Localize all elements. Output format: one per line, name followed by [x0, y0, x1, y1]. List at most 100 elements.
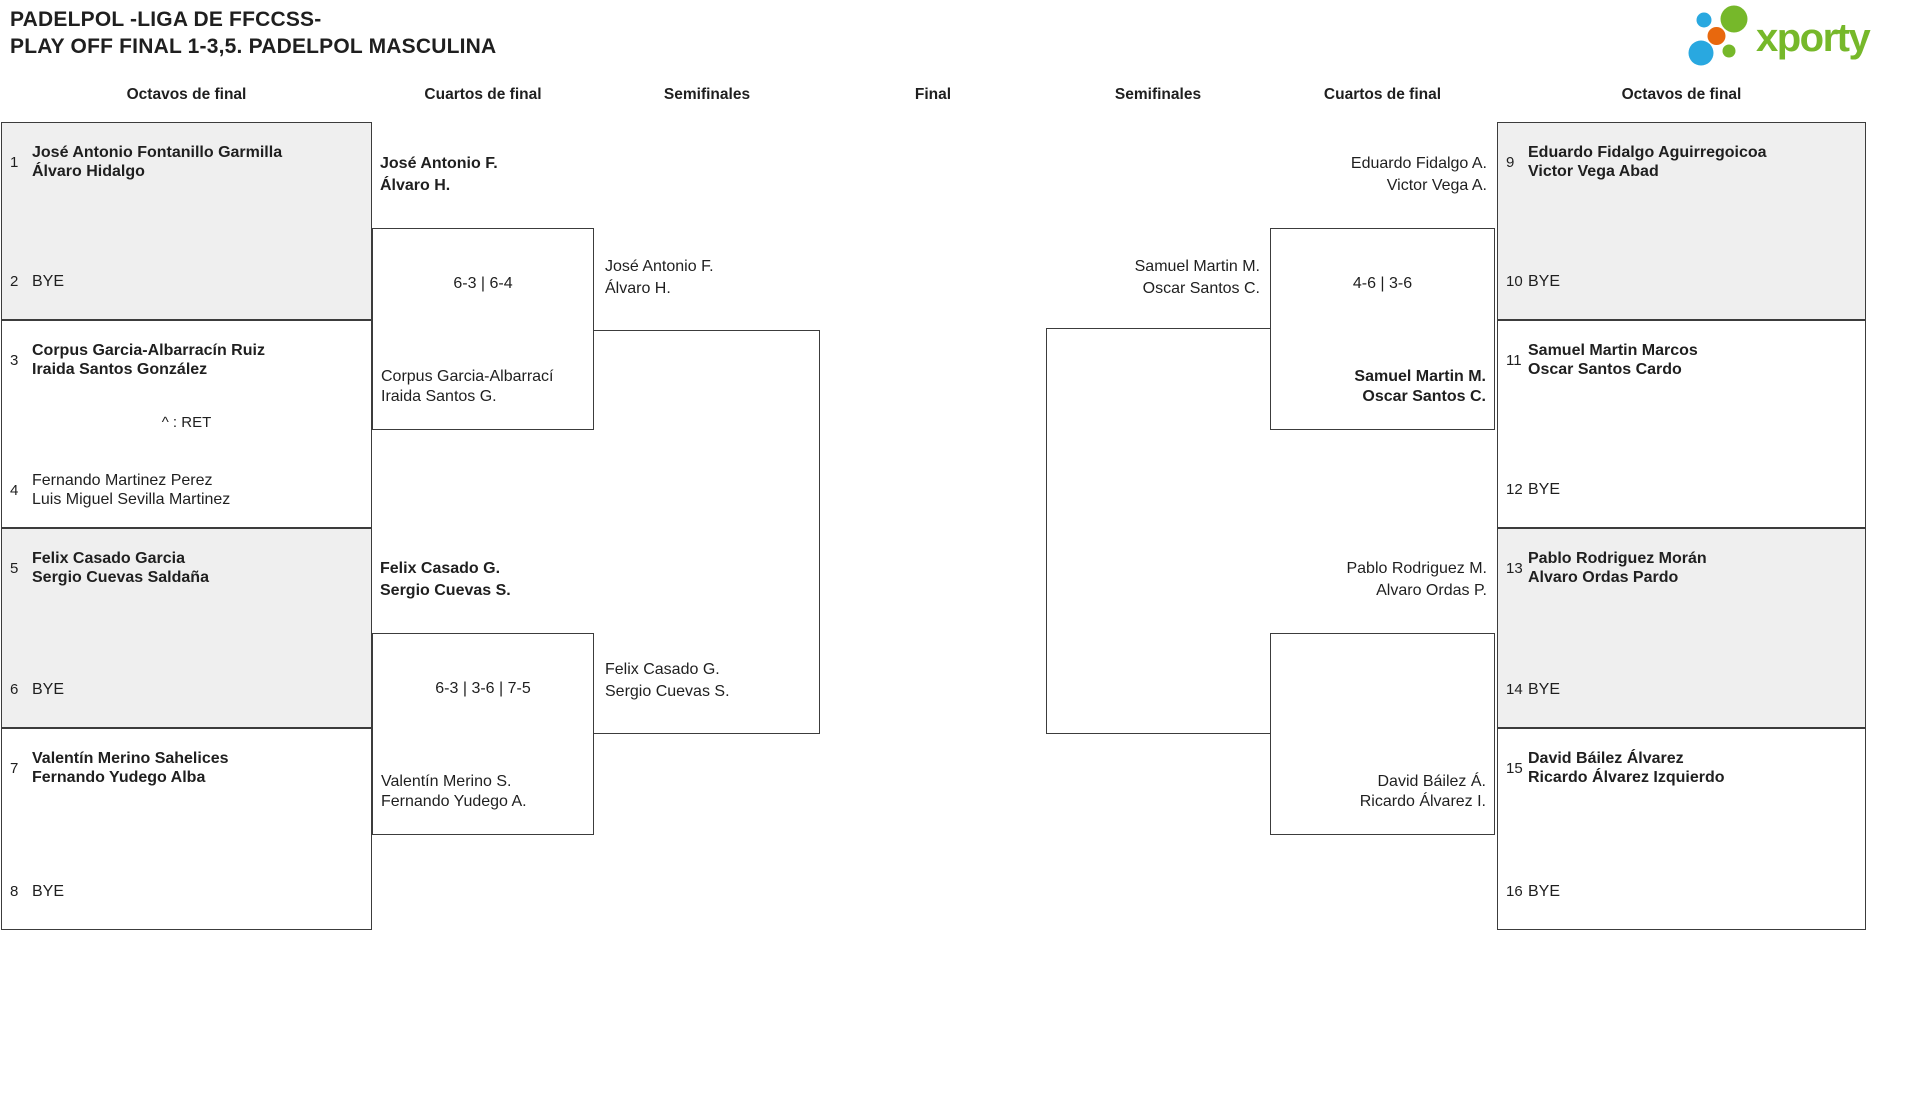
draw-name: PLAY OFF FINAL 1-3,5. PADELPOL MASCULINA: [10, 35, 497, 58]
octavos-left-match-2: 3 Corpus Garcia-Albarracín Ruiz Iraida S…: [1, 320, 372, 528]
round-header-cuartos-left: Cuartos de final: [424, 86, 542, 103]
bye-label: BYE: [32, 681, 65, 698]
player-name: Oscar Santos Cardo: [1528, 361, 1682, 378]
player-name: Corpus Garcia-Albarracín Ruiz: [32, 342, 265, 359]
semifinalist-team: Felix Casado G. Sergio Cuevas S.: [605, 659, 730, 703]
bye-label: BYE: [32, 273, 65, 290]
player-name: Iraida Santos González: [32, 361, 208, 378]
semifinalist-team: Samuel Martin M. Oscar Santos C.: [1135, 256, 1260, 300]
player-name: David Báilez Álvarez: [1528, 750, 1684, 767]
advancing-team: Eduardo Fidalgo A. Victor Vega A.: [1351, 153, 1487, 197]
player-name: Valentín Merino S.: [381, 773, 512, 790]
player-name: Pablo Rodriguez Morán: [1528, 550, 1707, 567]
player-name: José Antonio Fontanillo Garmilla: [32, 144, 283, 161]
octavos-right-match-3: 13 Pablo Rodriguez Morán Alvaro Ordas Pa…: [1497, 528, 1866, 728]
xporty-logo[interactable]: xporty: [1683, 5, 1871, 74]
seed-entry-bye: 14 BYE: [1506, 680, 1859, 699]
semifinalist-team: José Antonio F. Álvaro H.: [605, 256, 714, 300]
seed-number: 8: [10, 883, 19, 900]
seed-entry: 9 Eduardo Fidalgo Aguirregoicoa Victor V…: [1506, 143, 1859, 181]
player-name: Samuel Martin Marcos: [1528, 342, 1698, 359]
player-name: Luis Miguel Sevilla Martinez: [32, 491, 231, 508]
seed-number: 9: [1506, 153, 1515, 171]
player-name: José Antonio F.: [380, 155, 498, 172]
xporty-dots-icon: [1683, 5, 1753, 74]
team-entry: David Báilez Á. Ricardo Álvarez I.: [1279, 772, 1486, 812]
player-name: Fernando Martinez Perez: [32, 472, 213, 489]
round-header-cuartos-right: Cuartos de final: [1323, 86, 1442, 103]
seed-number: 5: [10, 559, 19, 577]
player-name: Felix Casado Garcia: [32, 550, 185, 567]
seed-number: 11: [1506, 351, 1522, 369]
player-name: Felix Casado G.: [380, 560, 501, 577]
player-name: Alvaro Ordas P.: [1376, 582, 1487, 599]
page-title: PADELPOL -LIGA DE FFCCSS- PLAY OFF FINAL…: [10, 6, 496, 60]
octavos-right-match-2: 11 Samuel Martin Marcos Oscar Santos Car…: [1497, 320, 1866, 528]
seed-number: 15: [1506, 759, 1523, 777]
team-entry: Corpus Garcia-Albarrací Iraida Santos G.: [381, 367, 585, 407]
seed-number: 6: [10, 681, 19, 698]
seed-number: 2: [10, 273, 19, 290]
seed-entry: 7 Valentín Merino Sahelices Fernando Yud…: [10, 749, 365, 787]
player-name: Corpus Garcia-Albarrací: [381, 368, 554, 385]
player-name: David Báilez Á.: [1377, 773, 1487, 790]
octavos-right-match-4: 15 David Báilez Álvarez Ricardo Álvarez …: [1497, 728, 1866, 930]
cuartos-right-match-1: 4-6 | 3-6 Samuel Martin M. Oscar Santos …: [1270, 228, 1495, 430]
player-name: Oscar Santos C.: [1142, 280, 1260, 297]
seed-entry-bye: 8 BYE: [10, 882, 365, 901]
advancing-team: Felix Casado G. Sergio Cuevas S.: [380, 558, 511, 602]
round-header-octavos-left: Octavos de final: [126, 86, 247, 103]
seed-number: 13: [1506, 559, 1523, 577]
cuartos-left-match-1: 6-3 | 6-4 Corpus Garcia-Albarrací Iraida…: [372, 228, 594, 430]
team-entry: Samuel Martin M. Oscar Santos C.: [1279, 367, 1486, 407]
semifinal-right-connector: [1046, 328, 1270, 734]
logo-wordmark: xporty: [1756, 16, 1871, 60]
bye-label: BYE: [1528, 883, 1561, 900]
seed-entry: 4 Fernando Martinez Perez Luis Miguel Se…: [10, 471, 365, 509]
cuartos-right-match-2: David Báilez Á. Ricardo Álvarez I.: [1270, 633, 1495, 835]
seed-entry-bye: 16 BYE: [1506, 882, 1859, 901]
player-name: Iraida Santos G.: [381, 388, 497, 405]
seed-number: 16: [1506, 883, 1523, 900]
player-name: Sergio Cuevas S.: [605, 683, 730, 700]
player-name: Álvaro H.: [605, 280, 671, 297]
octavos-left-match-3: 5 Felix Casado Garcia Sergio Cuevas Sald…: [1, 528, 372, 728]
seed-number: 14: [1506, 681, 1523, 698]
player-name: Samuel Martin M.: [1354, 368, 1486, 385]
seed-number: 4: [10, 481, 19, 499]
semifinal-left-connector: [594, 330, 820, 734]
player-name: Pablo Rodriguez M.: [1346, 560, 1487, 577]
player-name: Felix Casado G.: [605, 661, 720, 678]
bye-label: BYE: [32, 883, 65, 900]
round-header-final: Final: [914, 86, 952, 103]
team-entry: Valentín Merino S. Fernando Yudego A.: [381, 772, 585, 812]
seed-number: 3: [10, 351, 19, 369]
advancing-team: José Antonio F. Álvaro H.: [380, 153, 498, 197]
seed-entry-bye: 10 BYE: [1506, 272, 1859, 291]
match-score: 6-3 | 3-6 | 7-5: [435, 680, 531, 697]
seed-entry-bye: 2 BYE: [10, 272, 365, 291]
octavos-left-match-4: 7 Valentín Merino Sahelices Fernando Yud…: [1, 728, 372, 930]
player-name: José Antonio F.: [605, 258, 714, 275]
tournament-name: PADELPOL -LIGA DE FFCCSS-: [10, 8, 322, 31]
player-name: Valentín Merino Sahelices: [32, 750, 229, 767]
octavos-left-match-1: 1 José Antonio Fontanillo Garmilla Álvar…: [1, 122, 372, 320]
seed-entry-bye: 12 BYE: [1506, 480, 1859, 499]
player-name: Fernando Yudego A.: [381, 793, 527, 810]
seed-number: 10: [1506, 273, 1523, 290]
seed-number: 1: [10, 153, 19, 171]
player-name: Álvaro Hidalgo: [32, 163, 145, 180]
player-name: Ricardo Álvarez I.: [1359, 793, 1486, 810]
seed-entry: 15 David Báilez Álvarez Ricardo Álvarez …: [1506, 749, 1859, 787]
player-name: Sergio Cuevas S.: [380, 582, 511, 599]
advancing-team: Pablo Rodriguez M. Alvaro Ordas P.: [1346, 558, 1487, 602]
round-header-octavos-right: Octavos de final: [1621, 86, 1742, 103]
seed-number: 7: [10, 759, 19, 777]
bye-label: BYE: [1528, 681, 1561, 698]
player-name: Sergio Cuevas Saldaña: [32, 569, 209, 586]
bye-label: BYE: [1528, 273, 1561, 290]
seed-entry: 3 Corpus Garcia-Albarracín Ruiz Iraida S…: [10, 341, 365, 379]
octavos-right-match-1: 9 Eduardo Fidalgo Aguirregoicoa Victor V…: [1497, 122, 1866, 320]
player-name: Alvaro Ordas Pardo: [1528, 569, 1679, 586]
